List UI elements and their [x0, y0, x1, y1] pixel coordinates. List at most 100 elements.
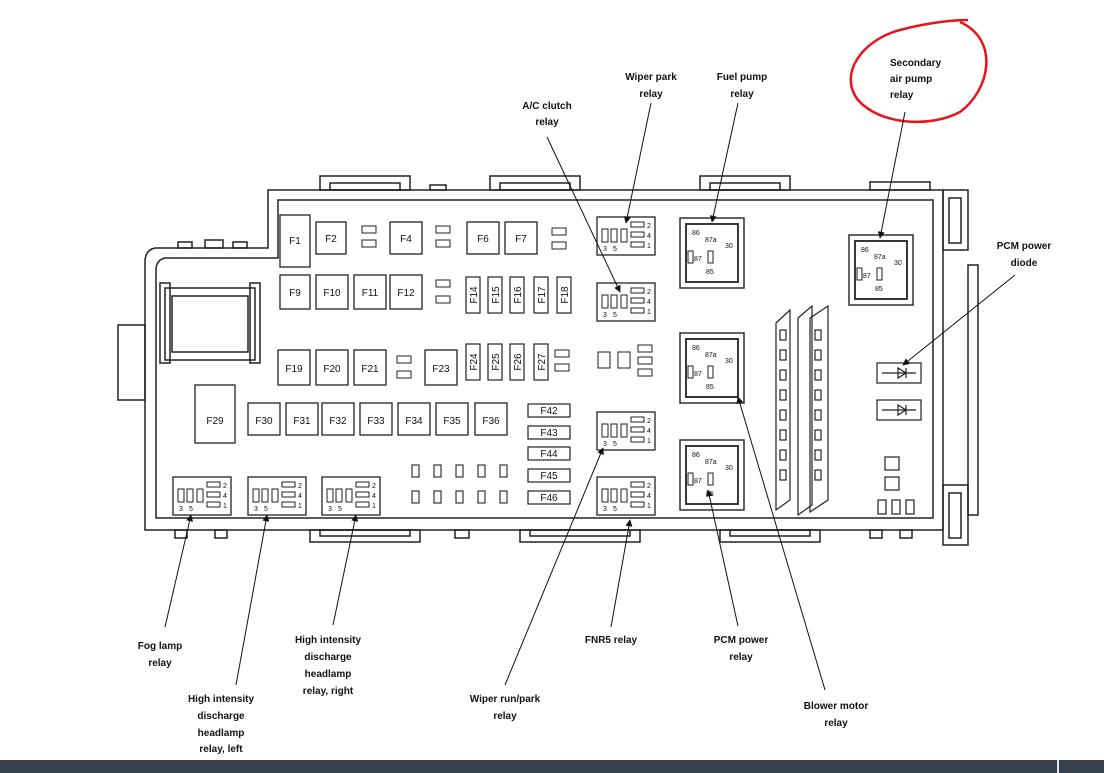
empty-fuse-slots: [411, 464, 508, 504]
fuse[interactable]: F24: [465, 343, 481, 381]
fuse[interactable]: F45: [527, 468, 571, 483]
fuse[interactable]: F10: [315, 274, 349, 310]
pin-label: 87a: [705, 352, 717, 359]
pcm-power-diode[interactable]: [876, 362, 922, 515]
fuse-label: F2: [325, 234, 337, 245]
pin-label: 4: [647, 299, 651, 306]
fuse-label: F26: [513, 353, 524, 371]
fuse[interactable]: F14: [465, 276, 481, 314]
fuse[interactable]: F20: [315, 349, 349, 386]
fuse[interactable]: F31: [285, 402, 319, 436]
fuse[interactable]: F30: [247, 402, 281, 436]
pin-label: 2: [647, 418, 651, 425]
fuse[interactable]: F23: [424, 349, 458, 386]
pin-label: 1: [223, 503, 227, 510]
fuse[interactable]: F46: [527, 490, 571, 505]
pin-label: 2: [372, 483, 376, 490]
fuse[interactable]: F35: [435, 402, 469, 436]
fuse-label: F25: [491, 353, 502, 371]
fuse[interactable]: F19: [277, 349, 311, 386]
fuse[interactable]: F12: [389, 274, 423, 310]
fuse[interactable]: F27: [533, 343, 549, 381]
bottom-bar-separator: [1057, 760, 1059, 773]
fuse-label: F31: [293, 416, 311, 427]
fuse-label: F20: [323, 364, 341, 375]
fuse-label: F14: [469, 286, 480, 304]
pin-label: 5: [338, 506, 342, 513]
fuse-label: F29: [206, 416, 224, 427]
leader-arrows: [164, 102, 1016, 691]
fuse[interactable]: F33: [359, 402, 393, 436]
pin-label: 1: [647, 243, 651, 250]
fuse-label: F18: [560, 286, 571, 304]
fuse-label: F12: [397, 288, 415, 299]
pin-label: 5: [613, 246, 617, 253]
fuse[interactable]: F1: [279, 214, 311, 268]
fuse[interactable]: F16: [509, 276, 525, 314]
pin-label: 1: [647, 309, 651, 316]
pin-label: 4: [647, 493, 651, 500]
fuse[interactable]: F21: [353, 349, 387, 386]
pin-label: 86: [692, 230, 700, 237]
fuse[interactable]: F25: [487, 343, 503, 381]
pin-label: 5: [613, 506, 617, 513]
pin-label: 3: [603, 246, 607, 253]
iso-relay-group: 8687a3087858687a3087858687a3087858687a30…: [679, 217, 914, 511]
fuse[interactable]: F11: [353, 274, 387, 310]
fuse-label: F7: [515, 234, 527, 245]
fuse[interactable]: F6: [466, 221, 500, 255]
fuse[interactable]: F15: [487, 276, 503, 314]
fuse[interactable]: F7: [504, 221, 538, 255]
fuse[interactable]: F34: [397, 402, 431, 436]
pin-label: 1: [647, 503, 651, 510]
fuse[interactable]: F32: [321, 402, 355, 436]
fuse[interactable]: F26: [509, 343, 525, 381]
pin-label: 2: [647, 223, 651, 230]
pin-label: 87: [863, 273, 871, 280]
fuse[interactable]: F36: [474, 402, 508, 436]
pin-label: 3: [603, 441, 607, 448]
fuse[interactable]: F42: [527, 403, 571, 418]
pin-label: 87a: [705, 459, 717, 466]
fuse[interactable]: F2: [315, 221, 347, 255]
pin-label: 1: [298, 503, 302, 510]
pin-label: 85: [875, 286, 883, 293]
fuse[interactable]: F4: [389, 221, 423, 255]
fuse-row-2: F9 F10 F11 F12: [279, 274, 451, 310]
fuse[interactable]: F18: [556, 276, 572, 314]
fuse[interactable]: F44: [527, 446, 571, 461]
pin-label: 4: [223, 493, 227, 500]
fuse-label: F15: [491, 286, 502, 304]
fuse[interactable]: F17: [533, 276, 549, 314]
pin-label: 2: [223, 483, 227, 490]
fuse-label: F1: [289, 236, 301, 247]
fuse-row-4: F30 F31 F32 F33 F34 F35 F36: [247, 402, 508, 436]
pin-label: 5: [613, 441, 617, 448]
fuse-label: F45: [540, 471, 558, 482]
pin-label: 87: [694, 478, 702, 485]
fuse[interactable]: F29: [194, 384, 236, 444]
pin-label: 87: [694, 256, 702, 263]
pin-label: 4: [647, 428, 651, 435]
fuse-box-housing: [117, 175, 979, 546]
fuse[interactable]: F9: [279, 274, 311, 310]
fuse[interactable]: F43: [527, 425, 571, 440]
